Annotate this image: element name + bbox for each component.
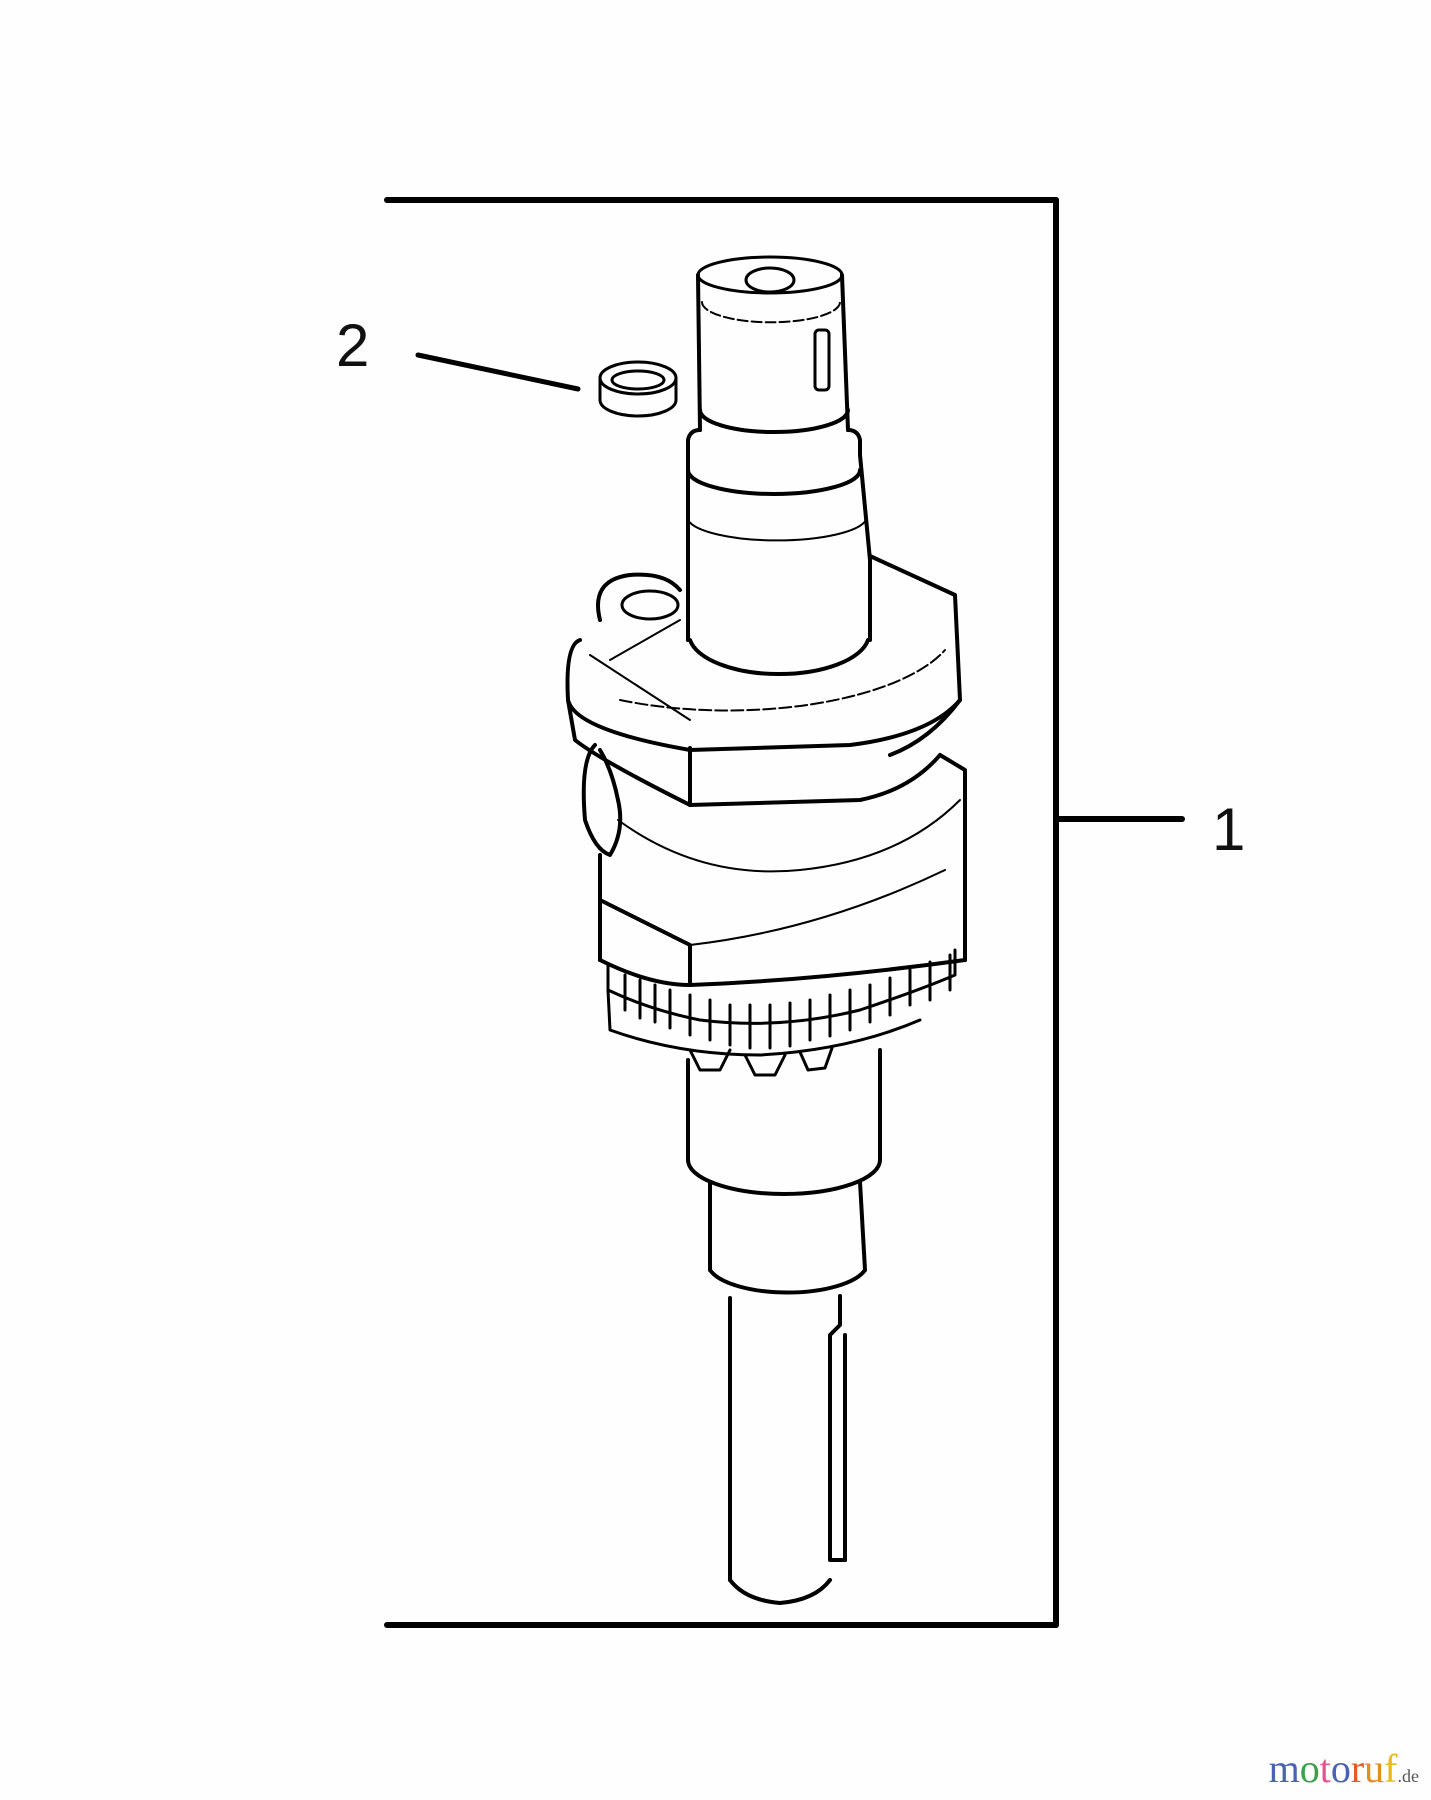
- logo-letter: o: [1299, 1746, 1320, 1791]
- part-2-ring: [598, 360, 678, 418]
- logo-letter: t: [1319, 1746, 1331, 1791]
- logo-letter: u: [1364, 1746, 1385, 1791]
- callout-number-1: 1: [1212, 796, 1246, 863]
- logo-letter: m: [1268, 1746, 1300, 1791]
- logo-letter: o: [1330, 1746, 1351, 1791]
- bracket-part-1: [384, 197, 1185, 1628]
- motoruf-watermark-logo: motoruf.de: [1269, 1745, 1419, 1792]
- logo-letter: f: [1384, 1746, 1398, 1791]
- logo-letter: r: [1350, 1746, 1365, 1791]
- gear: [606, 948, 957, 1077]
- part-1-crankshaft: [565, 255, 967, 1605]
- logo-tld: .de: [1397, 1766, 1420, 1786]
- callout-number-2: 2: [336, 312, 370, 379]
- leader-line-2: [415, 352, 581, 392]
